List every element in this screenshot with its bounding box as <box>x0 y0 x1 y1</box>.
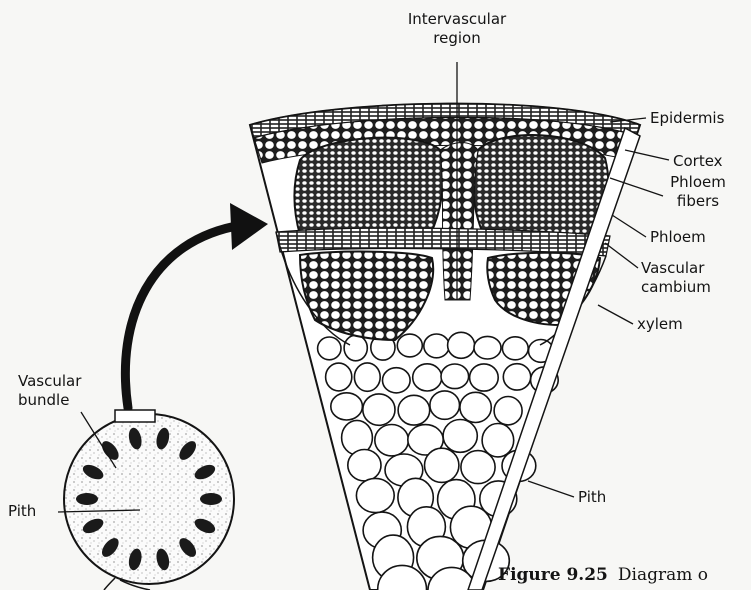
pith-cell <box>425 448 459 482</box>
pith-cell <box>448 332 475 358</box>
pith-cell <box>318 337 341 360</box>
pith-cell <box>375 425 409 456</box>
vascular-bundle <box>200 493 222 505</box>
pith-right-leader <box>528 481 574 497</box>
pith-cell <box>443 420 477 453</box>
vascular-cambium-leader <box>605 243 638 268</box>
pith-cell <box>356 478 394 512</box>
label-pith-left: Pith <box>8 502 36 521</box>
pith-cell <box>503 364 530 390</box>
phloem-leader <box>612 215 646 237</box>
xylem-leader <box>598 305 633 324</box>
label-intervascular-region: Intervascular region <box>392 10 522 48</box>
caption-text: Diagram o <box>618 565 708 585</box>
pith-cell <box>354 363 380 391</box>
pith-cell <box>344 335 367 361</box>
pith-cell <box>424 334 449 358</box>
pith-cell <box>474 336 501 359</box>
pith-cell <box>430 391 460 419</box>
pith-cell <box>482 424 514 457</box>
right-phloem-fiber-cap <box>473 135 608 238</box>
label-vascular-cambium: Vascular cambium <box>641 259 711 297</box>
pith-cell <box>326 363 352 391</box>
vascular-bundle <box>76 493 98 505</box>
figure-caption: Figure 9.25 Diagram o <box>498 565 708 585</box>
pith-cell <box>383 368 411 393</box>
pith-cell <box>331 393 363 420</box>
pith-cell <box>413 364 442 391</box>
label-cortex: Cortex <box>673 152 723 171</box>
label-phloem: Phloem <box>650 228 706 247</box>
label-vascular-bundle: Vascular bundle <box>18 372 81 410</box>
label-epidermis: Epidermis <box>650 109 724 128</box>
pith-cell <box>494 397 522 425</box>
figure-number: Figure 9.25 <box>498 565 608 585</box>
pith-cell <box>348 450 381 481</box>
pith-cell <box>461 451 495 484</box>
label-pith-right: Pith <box>578 488 606 507</box>
left-phloem-fiber-cap <box>294 138 443 235</box>
pith-cell <box>398 395 430 425</box>
pith-cell <box>502 337 528 360</box>
label-xylem: xylem <box>637 315 683 334</box>
label-phloem-fibers: Phloem fibers <box>667 173 729 211</box>
stem-cross-section <box>64 410 234 590</box>
pith-cell <box>441 364 469 389</box>
pith-cell <box>460 392 491 422</box>
pith-cell <box>397 334 422 357</box>
pith-cell <box>363 394 395 425</box>
pith-cell <box>470 364 499 391</box>
curved-arrow <box>125 203 268 408</box>
